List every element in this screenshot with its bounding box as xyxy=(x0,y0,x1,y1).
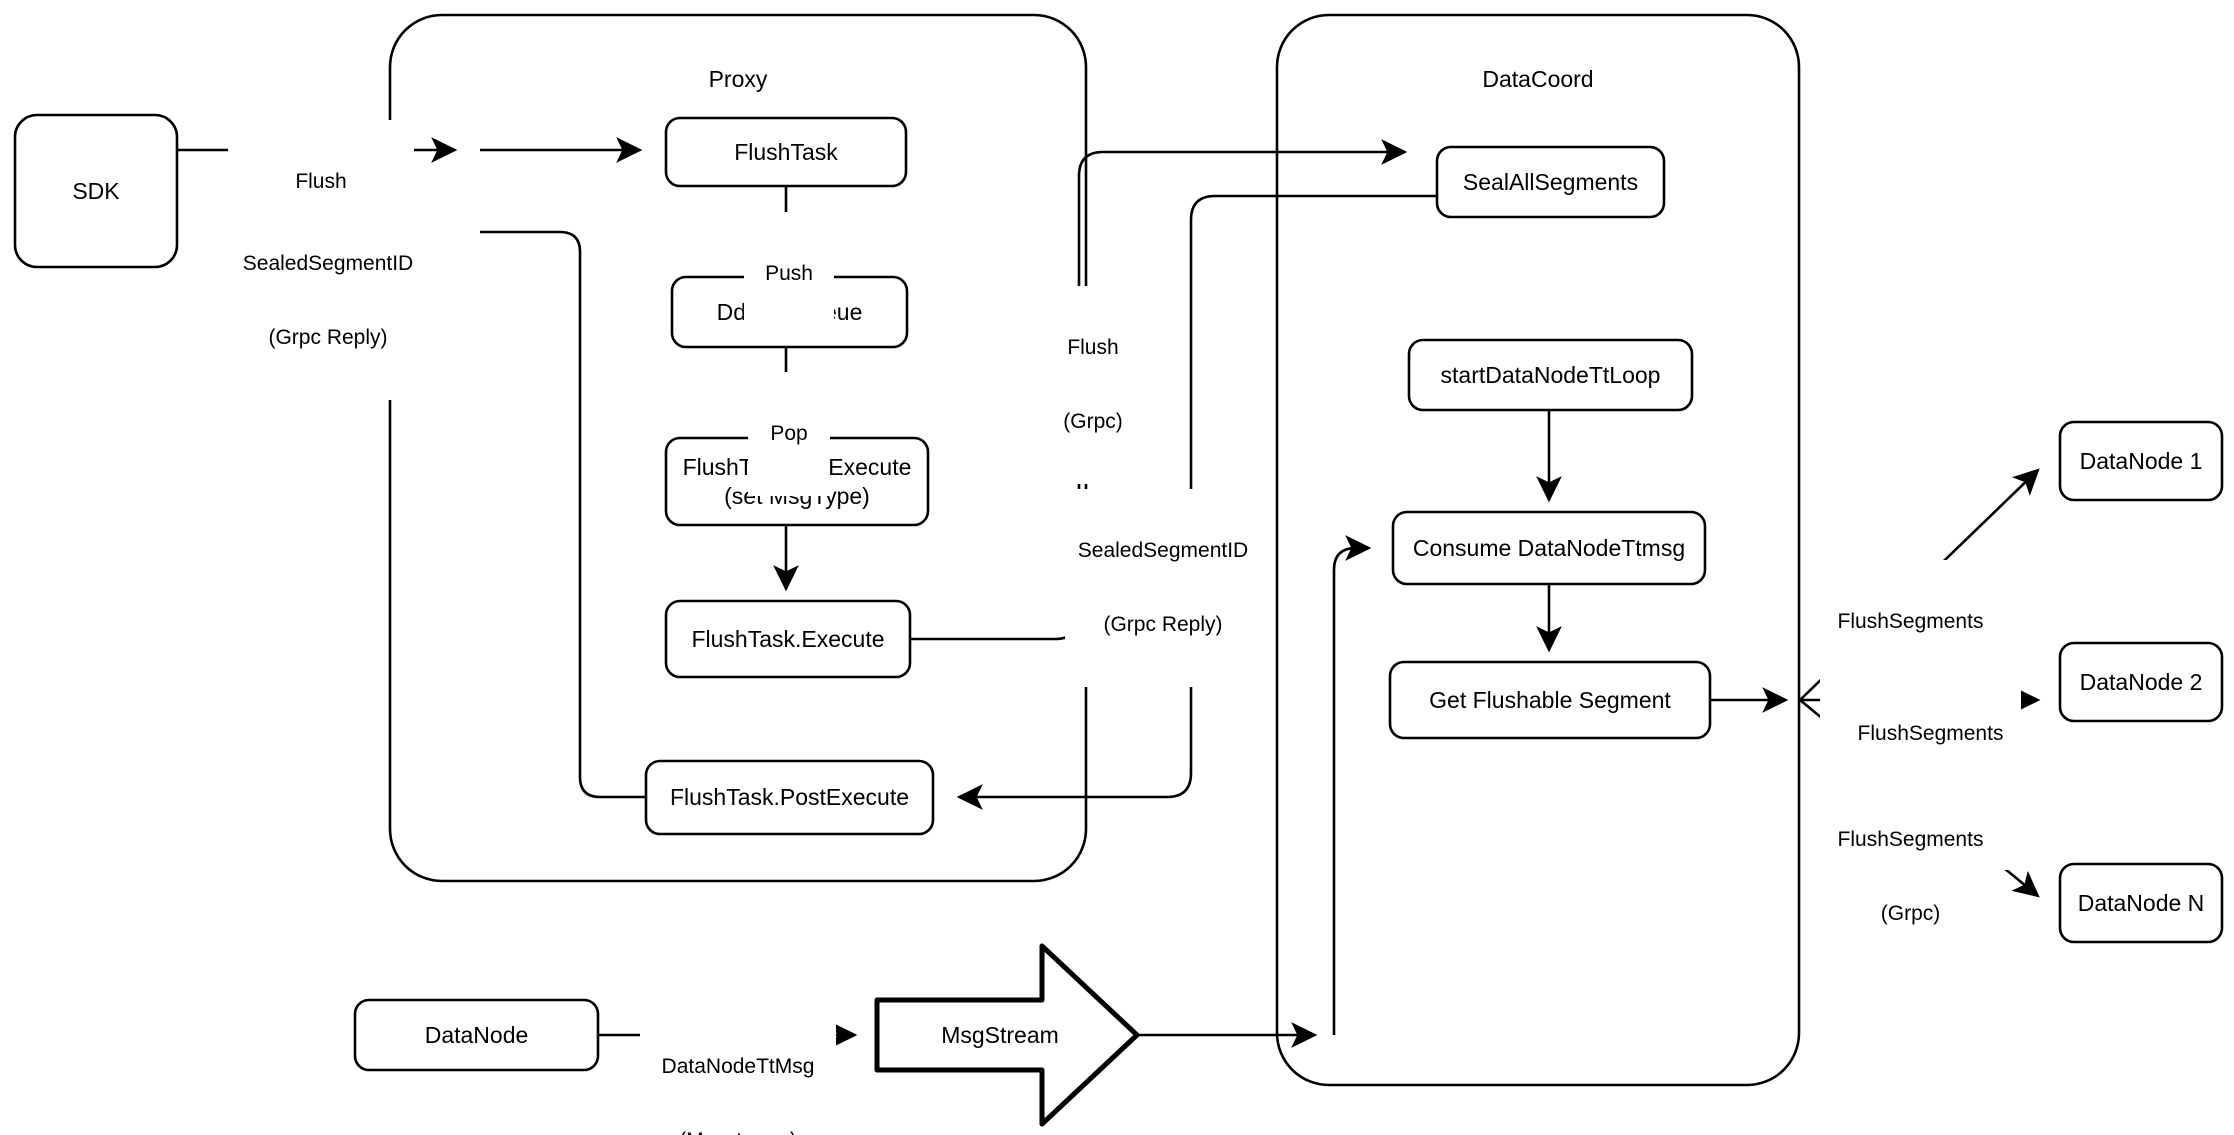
node-sealallsegments-shape xyxy=(1435,145,1666,219)
edge-label-flushsegments-datanoden: FlushSegments (Grpc) xyxy=(1820,778,2001,977)
group-title-proxy: Proxy xyxy=(708,66,768,92)
edge-label-flushsegments-datanoden-line1: FlushSegments xyxy=(1837,827,1984,851)
edge-label-proxy-to-sdk-line2: (Grpc Reply) xyxy=(268,325,388,349)
edge-label-sealedsegmentid-reply-line2: (Grpc Reply) xyxy=(1103,612,1223,636)
node-postexecute-shape xyxy=(644,759,935,836)
edge-label-datanodettmsg-line2: (Msgstream) xyxy=(643,1129,833,1135)
edge-label-sealedsegmentid-reply: SealedSegmentID (Grpc Reply) xyxy=(1065,489,1261,688)
node-msgstream-shape xyxy=(874,943,1140,1127)
edge-label-sdk-to-proxy-line1: Flush xyxy=(295,169,347,193)
edge-postexecute-to-sdkreturn xyxy=(480,230,646,799)
edge-label-datanodettmsg-line1: DataNodeTtMsg xyxy=(661,1054,815,1078)
edge-label-sealedsegmentid-reply-line1: SealedSegmentID xyxy=(1077,538,1249,562)
node-datanode1-shape xyxy=(2058,420,2224,502)
node-execute-shape xyxy=(664,599,912,679)
edge-label-flushsegments-datanoden-line2: (Grpc) xyxy=(1880,901,1941,925)
edge-label-flush-grpc-datacoord-line2: (Grpc) xyxy=(1063,409,1123,433)
edge-label-flush-grpc-datacoord-line1: Flush xyxy=(1067,335,1119,359)
node-datanode-bottom-shape xyxy=(353,998,600,1072)
edge-label-proxy-to-sdk: SealedSegmentID (Grpc Reply) xyxy=(200,202,456,401)
edge-label-push: Push xyxy=(744,212,834,336)
edge-label-pop-line1: Pop xyxy=(770,421,808,445)
edge-label-pop: Pop xyxy=(748,372,830,496)
group-title-datacoord: DataCoord xyxy=(1482,66,1594,92)
edge-label-flushsegments-datanode2-line1: FlushSegments xyxy=(1857,721,2004,745)
edge-label-datanodettmsg: DataNodeTtMsg (Msgstream) xyxy=(640,1005,836,1135)
node-datanoden-shape xyxy=(2058,862,2224,944)
node-flushtask-shape xyxy=(664,116,908,188)
node-consumedatanodettmsg-shape xyxy=(1391,510,1707,586)
node-sdk-shape xyxy=(13,113,179,269)
edge-label-flushsegments-datanode1-line1: FlushSegments xyxy=(1837,609,1984,633)
node-startdatanodettloop-shape xyxy=(1407,338,1694,412)
node-datanode2-shape xyxy=(2058,641,2224,723)
edge-label-push-line1: Push xyxy=(765,261,813,285)
edge-label-flush-grpc-datacoord: Flush (Grpc) xyxy=(1040,286,1146,485)
edge-datacoord-boundary-to-consume xyxy=(1332,535,1372,1036)
edge-label-proxy-to-sdk-line1: SealedSegmentID xyxy=(242,251,414,275)
node-getflushablesegment-shape xyxy=(1388,660,1712,740)
